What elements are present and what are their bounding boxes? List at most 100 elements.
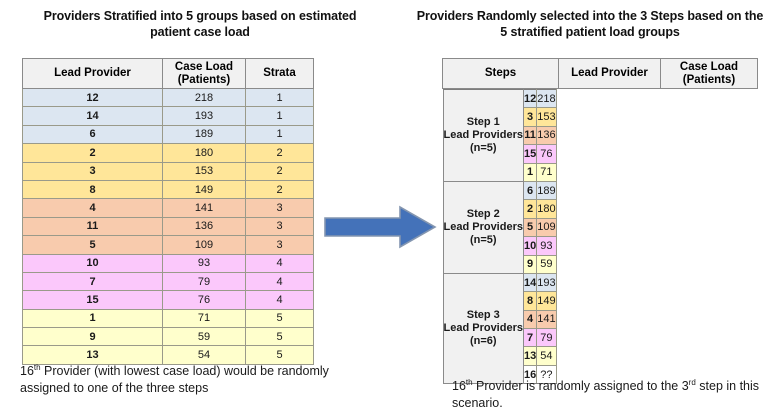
cell-case-load: 141 xyxy=(536,309,557,330)
stratification-table-head: Lead Provider Case Load (Patients) Strat… xyxy=(22,58,314,89)
cell-case-load: 153 xyxy=(162,161,246,181)
cell-lead-provider: 5 xyxy=(522,217,538,238)
cell-lead-provider: 11 xyxy=(522,125,538,146)
cell-case-load: 109 xyxy=(536,217,557,238)
cell-lead-provider: 15 xyxy=(22,290,163,310)
cell-case-load: 59 xyxy=(162,327,246,347)
column-header-case-load: Case Load (Patients) xyxy=(660,58,758,89)
cell-lead-provider: 13 xyxy=(522,346,538,366)
cell-strata: 4 xyxy=(245,253,314,273)
cell-strata: 3 xyxy=(245,198,314,218)
cell-case-load: 149 xyxy=(162,179,246,200)
cell-case-load: 109 xyxy=(162,235,246,255)
cell-lead-provider: 13 xyxy=(22,345,163,365)
cell-lead-provider: 1 xyxy=(22,308,163,329)
cell-lead-provider: 2 xyxy=(22,143,163,163)
cell-strata: 2 xyxy=(245,179,314,200)
cell-lead-provider: 4 xyxy=(22,198,163,218)
column-header-case-load: Case Load (Patients) xyxy=(162,58,246,89)
caption-ordinal-suffix-2: rd xyxy=(688,378,696,387)
cell-case-load: 153 xyxy=(536,107,557,127)
cell-strata: 2 xyxy=(245,161,314,181)
right-arrow-svg xyxy=(324,205,437,249)
cell-lead-provider: 2 xyxy=(522,199,538,219)
step-label-line: Lead Providers xyxy=(443,220,523,233)
cell-lead-provider: 15 xyxy=(522,144,538,164)
cell-case-load: 59 xyxy=(536,254,557,274)
cell-strata: 2 xyxy=(245,143,314,163)
step-label-line: (n=5) xyxy=(469,141,497,154)
left-panel: Providers Stratified into 5 groups based… xyxy=(0,0,400,40)
cell-strata: 1 xyxy=(245,87,314,108)
cell-lead-provider: 8 xyxy=(22,179,163,200)
cell-lead-provider: 5 xyxy=(22,235,163,255)
cell-lead-provider: 10 xyxy=(22,253,163,273)
cell-lead-provider: 11 xyxy=(22,216,163,237)
cell-case-load: 193 xyxy=(162,106,246,126)
cell-lead-provider: 9 xyxy=(522,254,538,274)
cell-strata: 5 xyxy=(245,308,314,329)
cell-case-load: 79 xyxy=(162,271,246,292)
cell-case-load: ?? xyxy=(536,364,557,385)
right-panel-caption: 16th Provider is randomly assigned to th… xyxy=(452,374,772,412)
cell-strata: 1 xyxy=(245,124,314,145)
step-label-line: Step 1 xyxy=(466,115,500,128)
cell-strata: 1 xyxy=(245,106,314,126)
cell-lead-provider: 12 xyxy=(22,87,163,108)
cell-case-load: 76 xyxy=(162,290,246,310)
cell-strata: 3 xyxy=(245,216,314,237)
cell-lead-provider: 7 xyxy=(522,328,538,348)
stratification-table: Lead Provider Case Load (Patients) Strat… xyxy=(22,58,314,365)
cell-case-load: 218 xyxy=(162,87,246,108)
cell-lead-provider: 14 xyxy=(522,272,538,293)
step-label-line: (n=5) xyxy=(469,233,497,246)
cell-case-load: 180 xyxy=(162,143,246,163)
cell-case-load: 136 xyxy=(162,216,246,237)
column-header-strata: Strata xyxy=(245,58,314,89)
column-header-lead-provider: Lead Provider xyxy=(558,58,661,89)
cell-case-load: 180 xyxy=(536,199,557,219)
caption-text: Provider is randomly assigned to the 3 xyxy=(472,379,689,394)
cell-lead-provider: 14 xyxy=(22,106,163,126)
cell-strata: 3 xyxy=(245,235,314,255)
cell-strata: 4 xyxy=(245,271,314,292)
cell-case-load: 54 xyxy=(162,345,246,365)
step-label-line: (n=6) xyxy=(469,335,497,348)
cell-case-load: 93 xyxy=(162,253,246,273)
left-panel-title: Providers Stratified into 5 groups based… xyxy=(43,9,357,39)
cell-lead-provider: 6 xyxy=(522,180,538,201)
step-label-line: Step 3 xyxy=(466,309,500,322)
caption-text-2: step in this scenario. xyxy=(452,379,760,411)
cell-strata: 5 xyxy=(245,345,314,365)
cell-lead-provider: 16 xyxy=(522,364,538,385)
cell-strata: 5 xyxy=(245,327,314,347)
cell-lead-provider: 6 xyxy=(22,124,163,145)
cell-strata: 4 xyxy=(245,290,314,310)
cell-case-load: 71 xyxy=(536,162,557,182)
cell-lead-provider: 4 xyxy=(522,309,538,330)
right-panel: Providers Randomly selected into the 3 S… xyxy=(400,0,780,40)
table-header-row: Lead Provider Case Load (Patients) Strat… xyxy=(22,58,314,89)
randomization-table-head: Steps Lead Provider Case Load (Patients) xyxy=(442,58,758,89)
